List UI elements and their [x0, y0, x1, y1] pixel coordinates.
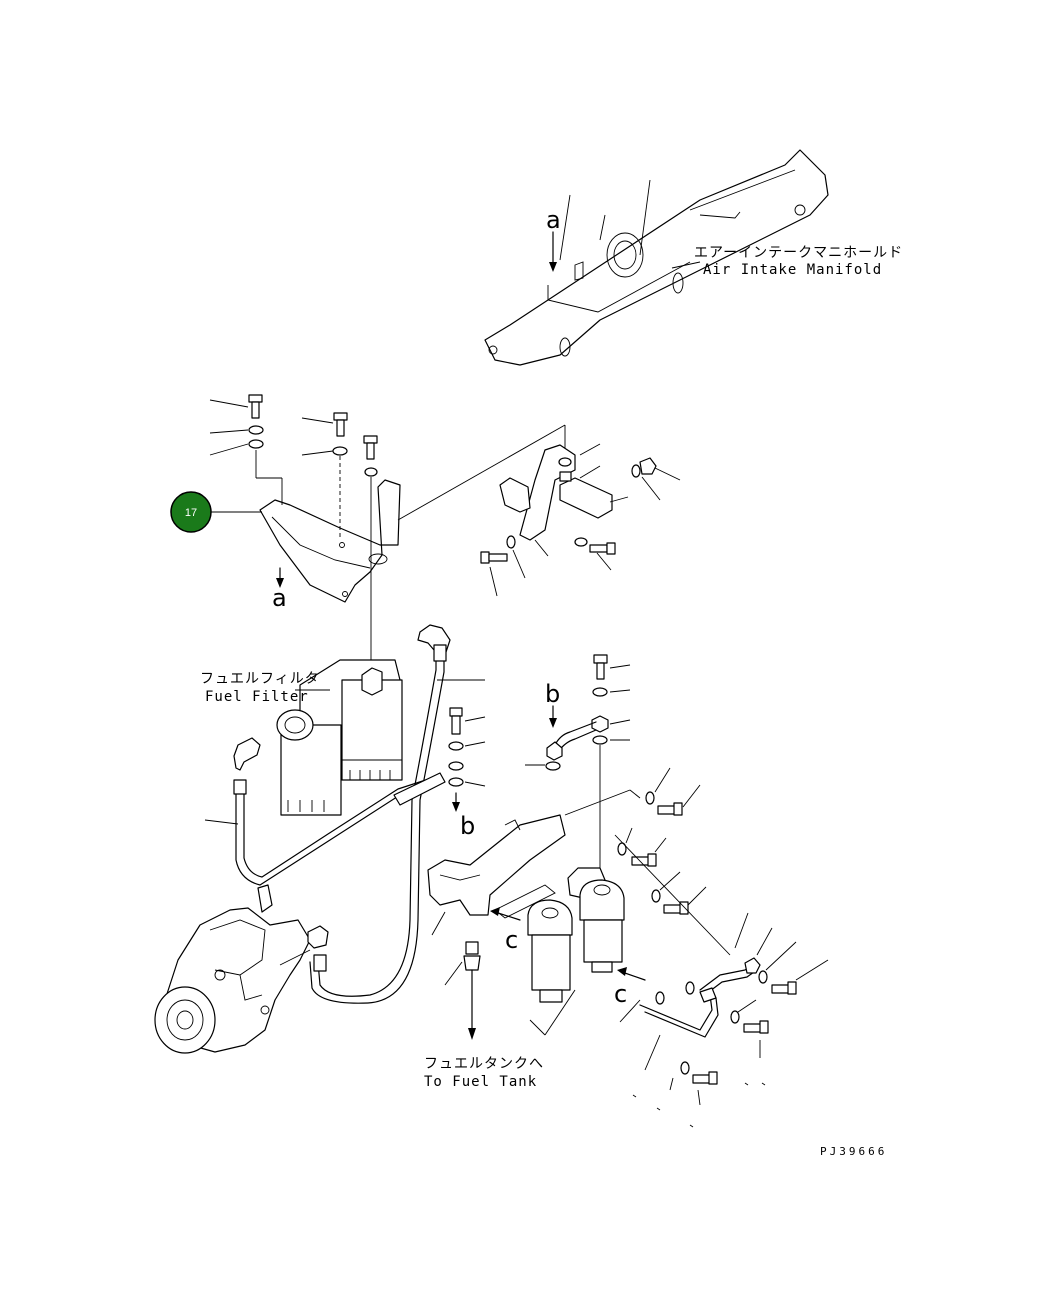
fuel-tank-label-jp: フュエルタンクへ: [424, 1056, 544, 1072]
ref-label-c-left: c: [505, 926, 518, 954]
ref-label-b-bottom: b: [460, 812, 475, 840]
ref-label-a-top: a: [546, 206, 561, 234]
filter-bracket: [259, 479, 401, 603]
fuel-filter-label-en: Fuel Filter: [205, 689, 309, 705]
callout-17[interactable]: 17: [170, 491, 262, 533]
drawing-code: PJ39666: [820, 1145, 887, 1158]
air-intake-label-jp: エアーインテークマニホールド: [694, 245, 903, 261]
mounting-bracket-right: [499, 443, 681, 541]
water-separators: [527, 879, 625, 1036]
right-filter-assembly: [525, 654, 631, 870]
ref-label-a-bracket: a: [272, 584, 287, 612]
injection-pump: [154, 884, 329, 1054]
ref-label-b-top: b: [545, 680, 560, 708]
fuel-tank-label-en: To Fuel Tank: [424, 1074, 537, 1090]
air-intake-label-en: Air Intake Manifold: [703, 262, 882, 278]
right-side-hardware: [614, 767, 829, 1128]
bracket-bolts: [209, 394, 378, 680]
fuel-filter-label-jp: フュエルフィルタ: [200, 671, 320, 687]
center-bolt-stack: [448, 707, 486, 812]
bracket-bolts-right: [480, 535, 616, 597]
fuel-hoses: [204, 644, 485, 1004]
ref-arrow-a-top: [549, 231, 557, 272]
air-intake-manifold: [484, 149, 829, 366]
fuel-filter-assembly: [233, 624, 451, 816]
callout-number: 17: [185, 507, 197, 519]
fuel-tank-fitting: [431, 911, 481, 1040]
ref-label-c-right: c: [614, 980, 627, 1008]
callout-circle[interactable]: [170, 491, 212, 533]
